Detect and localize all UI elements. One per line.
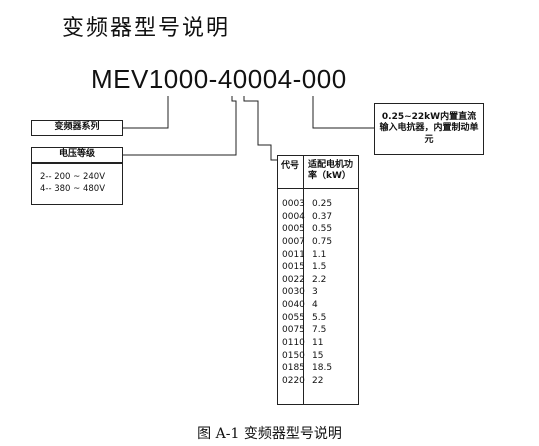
row-power: 0.75	[312, 236, 333, 247]
voltage-options-box: 2-- 200 ~ 240V 4-- 380 ~ 480V	[31, 163, 123, 205]
table-header: 代号 适配电机功率（kW）	[278, 156, 358, 189]
row-power: 22	[312, 375, 324, 386]
row-code: 0003	[282, 199, 305, 209]
row-power: 0.25	[312, 199, 333, 209]
page-title: 变频器型号说明	[62, 16, 231, 41]
row-power: 2.2	[312, 274, 327, 285]
row-code: 0011	[282, 249, 305, 260]
row-power: 18.5	[312, 363, 333, 374]
table-row: 0040 4	[278, 299, 358, 312]
table-row: 0007 0.75	[278, 236, 358, 249]
table-row: 0003 0.25	[278, 198, 358, 211]
row-code: 0007	[282, 236, 305, 247]
table-row: 0004 0.37	[278, 211, 358, 224]
row-code: 0075	[282, 325, 305, 336]
row-power: 0.55	[312, 224, 333, 235]
row-code: 0005	[282, 224, 305, 235]
option-box: 0.25~22kW内置直流输入电抗器，内置制动单元	[374, 103, 484, 155]
row-code: 0185	[282, 363, 305, 374]
connector-power-code	[243, 96, 277, 161]
figure-caption: 图 A-1 变频器型号说明	[197, 426, 342, 442]
row-power: 1.5	[312, 262, 327, 273]
table-row: 0110 11	[278, 337, 358, 350]
row-power: 3	[312, 287, 318, 298]
row-code: 0030	[282, 287, 305, 298]
table-row: 0185 18.5	[278, 362, 358, 375]
table-row: 0075 7.5	[278, 324, 358, 337]
row-power: 4	[312, 300, 318, 311]
column-divider	[303, 156, 304, 404]
row-power: 5.5	[312, 312, 327, 323]
table-row: 0030 3	[278, 286, 358, 299]
voltage-label-box: 电压等级	[31, 147, 123, 163]
table-row: 0055 5.5	[278, 312, 358, 325]
series-box: 变频器系列	[31, 120, 123, 136]
header-power: 适配电机功率（kW）	[308, 160, 354, 182]
table-row: 0220 22	[278, 375, 358, 388]
header-code: 代号	[281, 161, 300, 171]
voltage-option-4: 4-- 380 ~ 480V	[40, 184, 106, 195]
row-code: 0110	[282, 338, 305, 349]
table-row: 0022 2.2	[278, 274, 358, 287]
row-power: 11	[312, 338, 324, 349]
row-power: 0.37	[312, 211, 333, 222]
row-code: 0015	[282, 262, 305, 273]
model-code: MEV1000-40004-000	[91, 64, 347, 94]
table-row: 0005 0.55	[278, 223, 358, 236]
connector-series	[123, 96, 169, 129]
row-code: 0220	[282, 375, 305, 386]
voltage-option-2: 2-- 200 ~ 240V	[40, 172, 106, 182]
row-power: 15	[312, 350, 324, 361]
row-power: 7.5	[312, 325, 327, 336]
row-code: 0055	[282, 312, 305, 323]
table-row: 0015 1.5	[278, 261, 358, 274]
connector-option	[312, 96, 374, 129]
row-code: 0040	[282, 300, 305, 311]
row-code: 0004	[282, 211, 305, 222]
row-code: 0150	[282, 350, 305, 361]
connector-voltage	[123, 96, 237, 156]
row-code: 0022	[282, 274, 305, 285]
table-row: 0011 1.1	[278, 249, 358, 262]
table-row: 0150 15	[278, 350, 358, 363]
row-power: 1.1	[312, 249, 327, 260]
